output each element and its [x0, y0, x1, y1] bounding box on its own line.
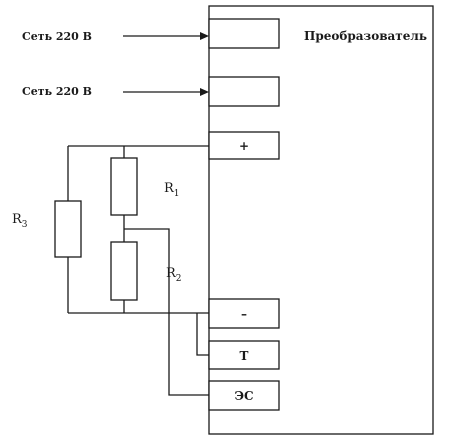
resistor-r2-label: R2	[166, 266, 182, 284]
arrowhead-icon	[200, 32, 209, 40]
converter-block	[208, 5, 434, 435]
mains-input-2-terminal	[208, 76, 280, 107]
resistor-r2	[110, 241, 138, 301]
minus-terminal-label: –	[241, 307, 247, 321]
resistor-r3	[54, 200, 82, 258]
plus-terminal-label: +	[239, 139, 249, 153]
mains-input-1-label: Сеть 220 В	[22, 30, 92, 43]
minus-terminal	[208, 298, 280, 329]
resistor-r3-label: R3	[12, 212, 28, 230]
resistor-r1-label: R1	[164, 181, 180, 199]
t-terminal	[208, 340, 280, 370]
es-terminal-label: ЭС	[234, 389, 253, 403]
arrowhead-icon	[200, 88, 209, 96]
mains-input-1-terminal	[208, 18, 280, 49]
converter-title: Преобразователь	[304, 29, 427, 43]
resistor-r1	[110, 157, 138, 216]
es-terminal	[208, 380, 280, 411]
t-terminal-label: Т	[240, 349, 249, 363]
mains-input-2-label: Сеть 220 В	[22, 85, 92, 98]
circuit-wiring	[67, 145, 209, 396]
